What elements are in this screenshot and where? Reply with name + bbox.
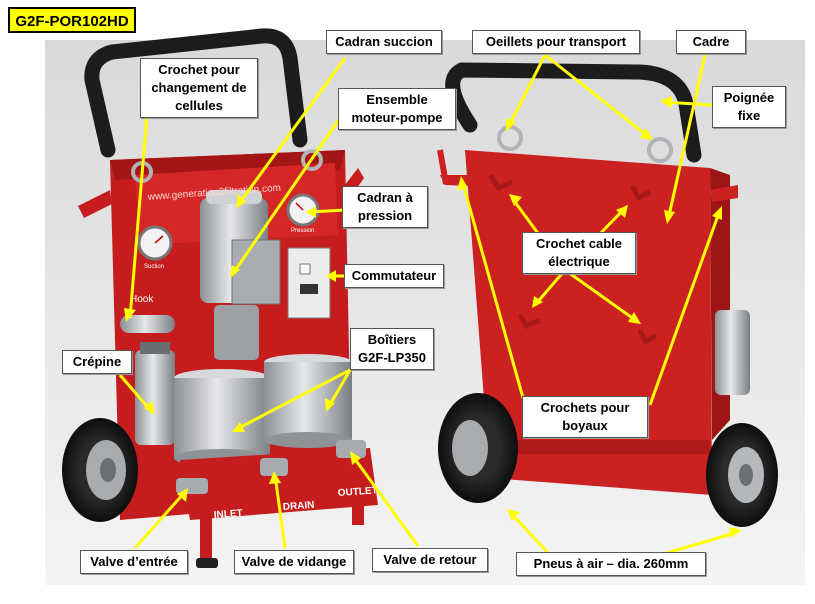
label-cadre: Cadre <box>676 30 746 54</box>
drain-text: DRAIN <box>282 500 314 513</box>
cable-hook-3 <box>517 313 541 330</box>
label-valve-vidange: Valve de vidange <box>234 550 354 574</box>
cable-hook-4 <box>637 329 658 345</box>
left-foot <box>196 558 218 568</box>
drain-valve <box>260 458 288 476</box>
cable-hook-1 <box>487 173 513 192</box>
filter-housing-1 <box>174 378 270 458</box>
pump-body <box>214 305 259 360</box>
cell-change-hook <box>120 315 175 333</box>
outlet-text: OUTLET <box>337 485 378 499</box>
label-oeillets: Oeillets pour transport <box>472 30 640 54</box>
right-lift-eye-2 <box>647 137 673 163</box>
left-base <box>180 448 378 520</box>
left-cart <box>62 28 378 568</box>
label-pneus: Pneus à air – dia. 260mm <box>516 552 706 576</box>
label-cadran-succion: Cadran succion <box>326 30 442 54</box>
label-valve-entree: Valve d’entrée <box>80 550 188 574</box>
left-lift-eye-2 <box>301 149 323 171</box>
model-title: G2F-POR102HD <box>8 7 136 33</box>
strainer <box>135 350 175 445</box>
inlet-text: INLET <box>213 508 243 521</box>
motor-junction-box <box>231 239 281 305</box>
cable-hook-2 <box>629 184 652 202</box>
gauge-right-text: Pression <box>291 228 314 234</box>
filter-housing-2 <box>264 362 352 440</box>
left-handle <box>84 28 308 158</box>
inlet-valve <box>176 478 208 494</box>
gauge-left-text: Suction <box>144 264 164 270</box>
right-tank <box>715 310 750 395</box>
callout-arrowheads <box>124 96 742 538</box>
return-valve <box>336 440 366 458</box>
label-crepine: Crépine <box>62 350 132 374</box>
hook-text: Hook <box>130 294 154 305</box>
label-commutateur: Commutateur <box>344 264 444 288</box>
label-valve-retour: Valve de retour <box>372 548 488 572</box>
switch-box <box>287 247 331 319</box>
